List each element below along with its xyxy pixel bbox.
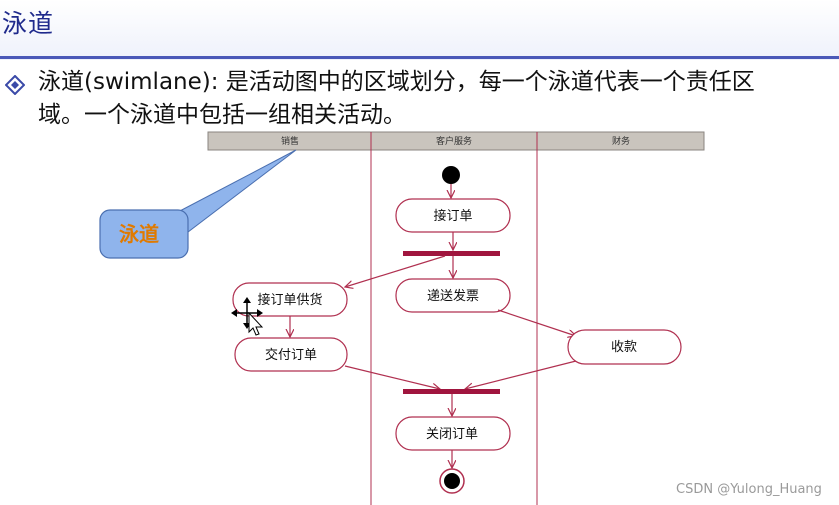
activity-collect-payment bbox=[567, 329, 682, 365]
swimlane-label-service: 客户服务 bbox=[436, 135, 472, 147]
page-title: 泳道 bbox=[2, 9, 55, 38]
watermark: CSDN @Yulong_Huang bbox=[676, 482, 822, 497]
swimlane-label-finance: 财务 bbox=[612, 135, 630, 147]
join-bar bbox=[403, 389, 500, 394]
activity-label: 接订单 bbox=[433, 208, 472, 224]
initial-node bbox=[442, 166, 460, 184]
swimlane-header bbox=[207, 131, 705, 151]
diamond-bullet-icon bbox=[5, 75, 25, 95]
activity-label: 收款 bbox=[611, 340, 637, 355]
move-cursor-icon bbox=[231, 297, 264, 336]
activity-close-order bbox=[395, 416, 511, 451]
title-divider bbox=[0, 56, 839, 59]
bullet-text: 泳道(swimlane): 是活动图中的区域划分，每一个泳道代表一个责任区 域。… bbox=[38, 66, 838, 132]
title-band bbox=[0, 0, 839, 60]
activity-label: 接订单供货 bbox=[257, 292, 322, 308]
swimlane-label-sales: 销售 bbox=[281, 135, 299, 147]
activity-label: 交付订单 bbox=[265, 347, 317, 363]
activity-label: 递送发票 bbox=[427, 288, 479, 304]
bullet-line-2: 域。一个泳道中包括一组相关活动。 bbox=[38, 102, 406, 128]
activity-label: 关闭订单 bbox=[426, 427, 478, 442]
activity-deliver-order bbox=[234, 337, 348, 372]
activity-send-invoice bbox=[395, 278, 511, 313]
fork-bar bbox=[403, 251, 500, 256]
callout-pointer bbox=[175, 149, 297, 233]
callout-label: 泳道 bbox=[119, 222, 159, 246]
callout-box bbox=[99, 209, 189, 259]
bullet-line-1: 泳道(swimlane): 是活动图中的区域划分，每一个泳道代表一个责任区 bbox=[38, 69, 755, 95]
final-node-core bbox=[444, 473, 460, 489]
